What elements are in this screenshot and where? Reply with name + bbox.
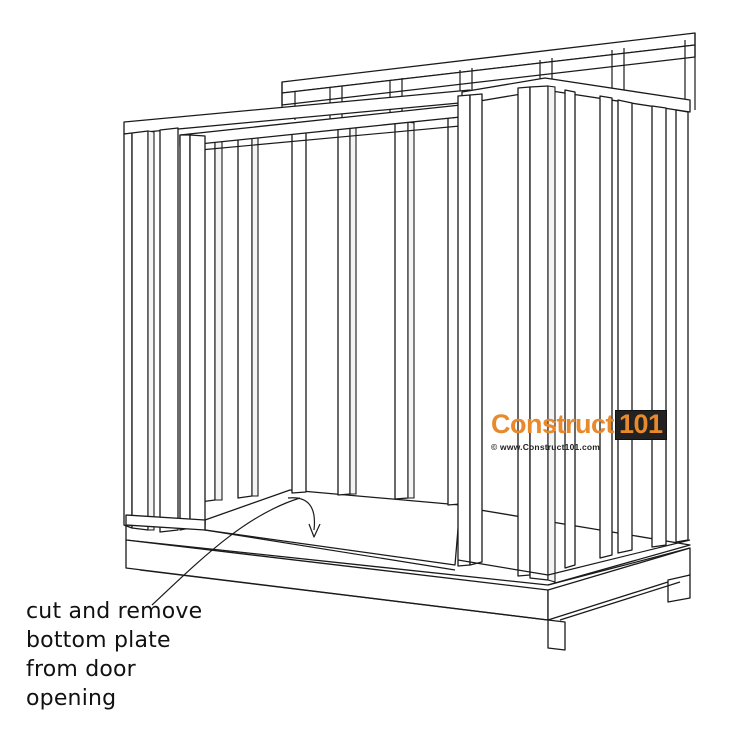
back-wall-studs [199, 116, 461, 506]
side-wall-right [457, 77, 691, 586]
logo-url: © www.Construct101.com [491, 442, 601, 452]
annotation-line-4: opening [26, 686, 117, 711]
annotation-text: cut and remove bottom plate from door op… [26, 597, 266, 713]
logo-brand-text: Construct [491, 409, 615, 439]
front-wall-left [123, 89, 471, 533]
annotation-line-3: from door [26, 657, 136, 682]
annotation-line-1: cut and remove [26, 599, 203, 624]
annotation-leader [151, 497, 321, 606]
logo-brand-number: 101 [615, 410, 667, 440]
annotation-line-2: bottom plate [26, 628, 171, 653]
